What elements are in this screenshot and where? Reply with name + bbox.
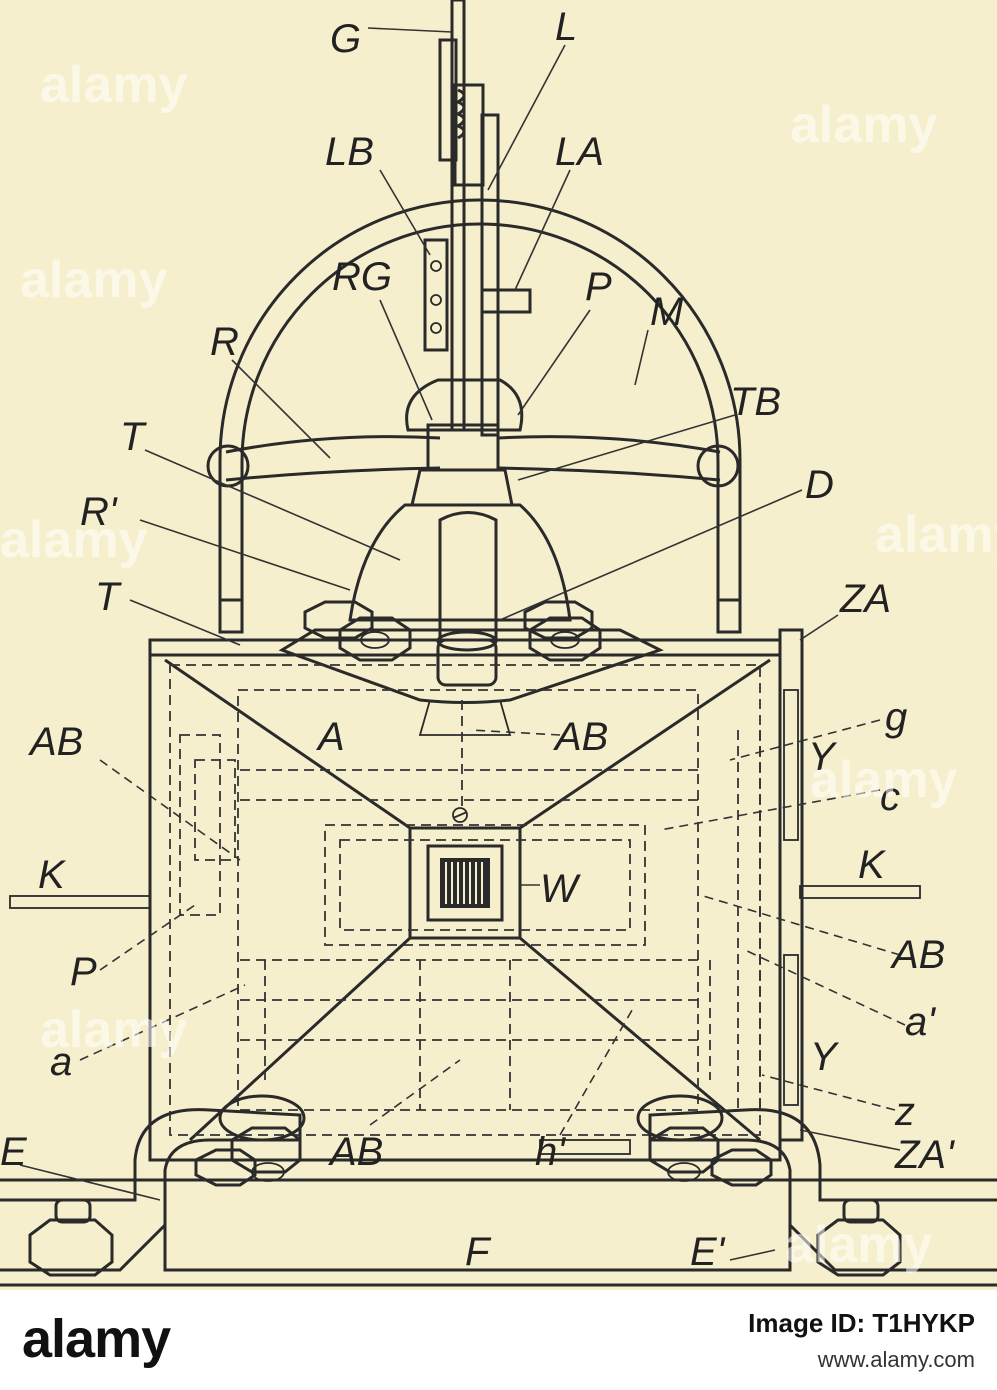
label-p-left: P (70, 950, 97, 994)
label-t-upper: T (120, 415, 147, 459)
label-ab-bottom: AB (328, 1130, 383, 1174)
label-w: W (540, 867, 581, 911)
base-feet (0, 1094, 997, 1287)
label-z: z (894, 1090, 915, 1134)
footer-info: Image ID: T1HYKP www.alamy.com (748, 1308, 975, 1373)
label-a-prime: a' (905, 1000, 936, 1044)
brand-logo[interactable]: alamy (22, 1309, 171, 1369)
part-labels: G L LB LA RG P M R TB T D R' T ZA AB A A… (0, 5, 955, 1274)
label-r: R (210, 320, 239, 364)
label-k-left: K (38, 853, 67, 897)
label-m: M (650, 290, 684, 334)
label-tb: TB (730, 380, 781, 424)
label-ab-left: AB (28, 720, 83, 764)
label-a-lower: a (50, 1040, 72, 1084)
label-r-prime: R' (80, 490, 118, 534)
main-box (148, 628, 804, 1162)
label-c: c (880, 775, 900, 819)
image-id: Image ID: T1HYKP (748, 1308, 975, 1338)
label-p-top: P (585, 265, 612, 309)
label-t-lower: T (95, 575, 122, 619)
label-e-prime: E' (690, 1230, 726, 1274)
label-ab-right: AB (890, 933, 945, 977)
label-y-upper: Y (808, 735, 838, 779)
label-h-prime: h' (535, 1130, 566, 1174)
label-la: LA (555, 130, 604, 174)
label-y-lower: Y (810, 1035, 840, 1079)
shaft-assembly (423, 0, 532, 437)
label-za-prime: ZA' (894, 1133, 955, 1177)
label-rg: RG (332, 255, 392, 299)
site-link[interactable]: www.alamy.com (817, 1347, 975, 1372)
rod-k (9, 885, 921, 909)
label-f: F (465, 1230, 492, 1274)
technical-drawing: G L LB LA RG P M R TB T D R' T ZA AB A A… (0, 0, 997, 1287)
label-a: A (316, 715, 345, 759)
label-g: G (330, 17, 361, 61)
leader-lines (19, 27, 906, 1261)
footer-bar: alamy Image ID: T1HYKP www.alamy.com (0, 1290, 997, 1390)
label-lb: LB (325, 130, 374, 174)
label-l: L (555, 5, 577, 49)
label-ab-center: AB (553, 715, 608, 759)
label-e: E (0, 1130, 28, 1174)
label-g-lower: g (885, 695, 907, 739)
label-za: ZA (839, 577, 891, 621)
label-k-right: K (858, 843, 887, 887)
label-d: D (805, 463, 834, 507)
